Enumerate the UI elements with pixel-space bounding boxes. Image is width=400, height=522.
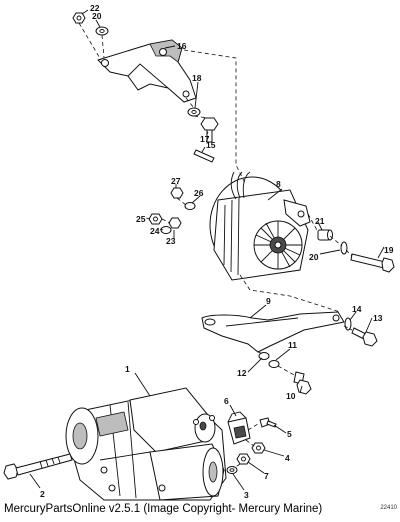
callout-7: 7 [264,471,269,481]
pin-15[interactable] [193,149,215,163]
callout-13: 13 [373,313,383,323]
bolt-19[interactable] [350,253,395,273]
callout-14: 14 [352,304,362,314]
assembly-lines [78,22,353,469]
callout-24: 24 [150,226,160,236]
bolt-10[interactable] [293,371,312,395]
callout-19: 19 [384,245,394,255]
callout-10: 10 [286,391,296,401]
callout-9: 9 [266,296,271,306]
washer-18[interactable] [187,107,201,117]
bolt-17[interactable] [200,117,219,143]
nut-25[interactable] [148,213,163,225]
relay-bracket[interactable] [227,411,251,445]
adjusting-bracket[interactable] [201,311,345,353]
callout-20-right: 20 [309,252,319,262]
leader-lines [29,9,385,491]
nut-top[interactable] [72,12,86,24]
callout-6: 6 [224,396,229,406]
alternator[interactable] [209,171,311,281]
washer-top[interactable] [95,26,109,36]
callout-8: 8 [276,179,281,189]
callout-27: 27 [171,176,181,186]
screw-5[interactable] [259,417,277,428]
starter-motor[interactable] [65,387,227,501]
callout-20-top: 20 [92,11,102,21]
washer-12[interactable] [258,352,270,360]
drawing-code: 22410 [380,505,397,511]
copyright-footer: MercuryPartsOnline v2.5.1 (Image Copyrig… [4,503,323,515]
callout-16: 16 [177,41,187,51]
bolt-2[interactable] [3,453,73,480]
callout-12: 12 [237,368,247,378]
callout-18: 18 [192,73,202,83]
callout-4: 4 [285,453,290,463]
spacer-21[interactable] [317,229,333,241]
nut-4[interactable] [251,442,266,454]
callout-26: 26 [194,188,204,198]
callout-2: 2 [40,489,45,499]
washer-3[interactable] [226,466,238,474]
mounting-bracket[interactable] [97,39,197,103]
callout-17: 17 [200,134,210,144]
callout-23: 23 [166,236,176,246]
nut-23[interactable] [168,217,182,229]
washer-26[interactable] [184,202,196,210]
bolt-13[interactable] [351,327,378,347]
nut-7[interactable] [236,453,251,465]
callout-numbers: 1 2 3 4 5 6 7 8 9 10 11 12 13 14 15 16 1… [40,3,394,500]
washer-24[interactable] [160,226,172,234]
callout-3: 3 [244,490,249,500]
callout-15: 15 [206,140,216,150]
callout-21: 21 [315,216,325,226]
nut-27[interactable] [170,187,184,199]
callout-25: 25 [136,214,146,224]
callout-22: 22 [90,3,100,13]
callout-5: 5 [287,429,292,439]
callout-1: 1 [125,364,130,374]
washer-right[interactable] [340,241,348,255]
washer-11[interactable] [268,360,280,368]
callout-11: 11 [288,340,297,350]
